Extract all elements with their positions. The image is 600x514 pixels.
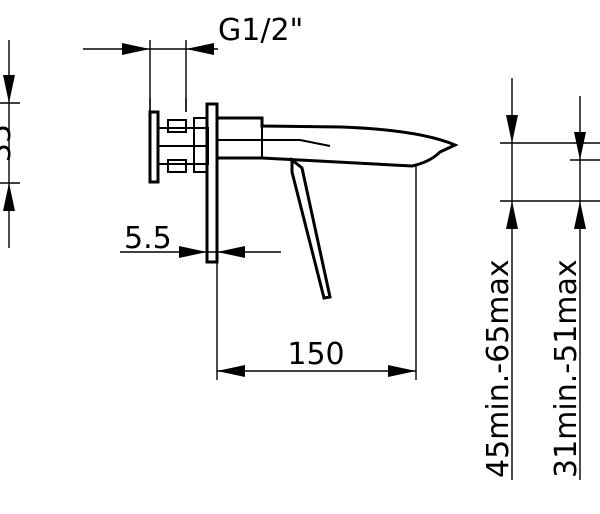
left-partial-label: 35 — [0, 124, 18, 162]
projection-dimension: 150 — [216, 166, 417, 380]
adjust-label-b: 31min.-51max — [549, 259, 584, 478]
thread-label: G1/2" — [218, 13, 303, 48]
lever-handle — [290, 156, 332, 300]
projection-label: 150 — [287, 337, 344, 372]
left-partial-dimension: 35 — [0, 40, 20, 248]
thread-dimension: G1/2" — [83, 13, 303, 112]
plate-gap-label: 5.5 — [124, 221, 172, 256]
adjust-dimension-b: 31min.-51max — [549, 96, 600, 480]
adjust-label-a: 45min.-65max — [481, 259, 516, 478]
adjust-dimension-a: 45min.-65max — [481, 78, 600, 480]
plate-gap-dimension: 5.5 — [120, 200, 281, 262]
spout — [215, 116, 459, 168]
